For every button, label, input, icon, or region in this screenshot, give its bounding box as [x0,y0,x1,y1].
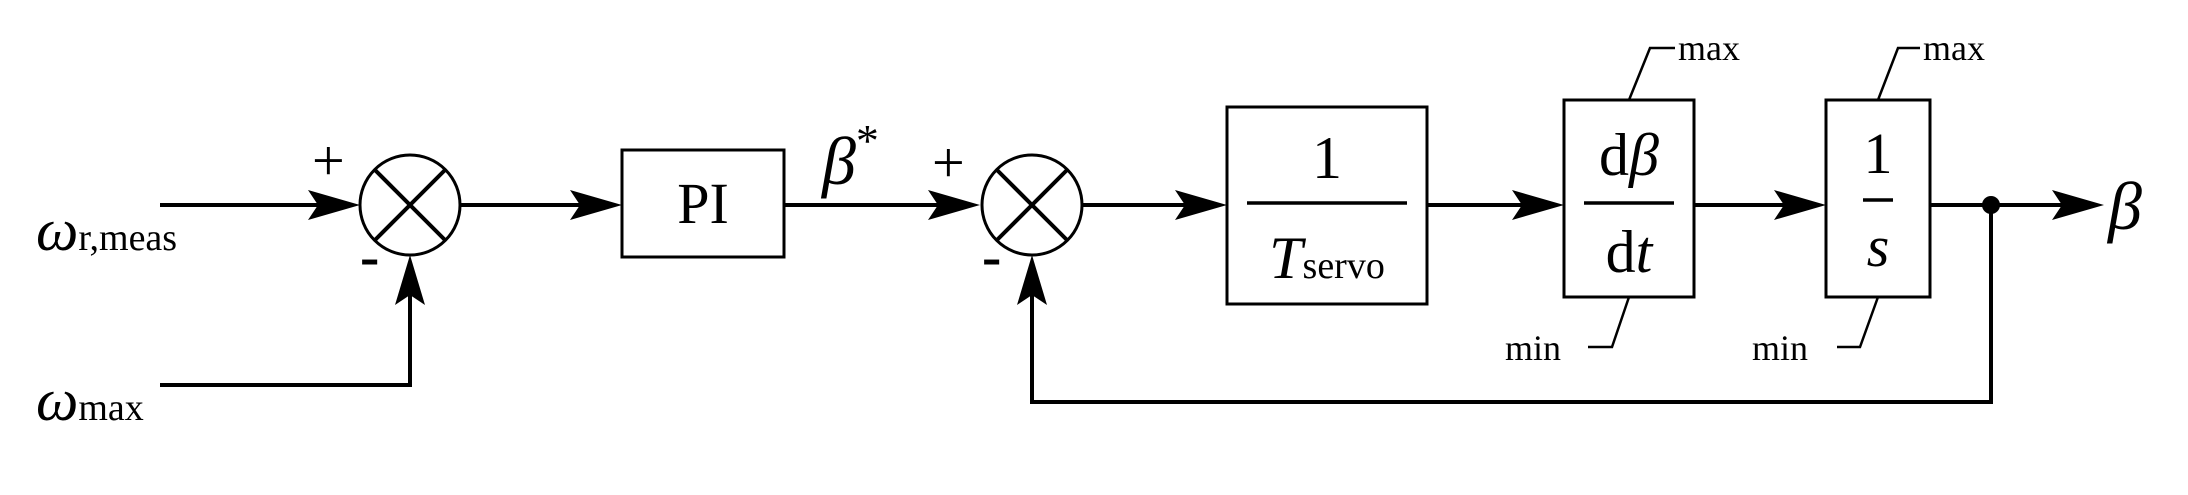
rate-den-symbol: t [1635,219,1653,285]
beta-ref-label: β* [822,115,879,196]
input-omega-meas-label: ωr,meas [36,200,177,260]
sum1-minus-sign: - [360,224,380,289]
rate-min-leader [1588,296,1631,349]
rate-max-leader [1627,46,1675,101]
sum2-minus-sign: - [982,224,1002,289]
pi-block-label: PI [677,171,729,236]
beta-ref-symbol: β [822,123,856,199]
rate-numerator: dβ [1564,125,1694,185]
rate-num-prefix: d [1599,122,1630,188]
rate-num-symbol: β [1629,122,1659,188]
arrow-to-integrator [1774,190,1826,220]
servo-den-subscript: servo [1302,245,1385,287]
servo-block [1225,105,1429,306]
integrator-max-label: max [1923,28,1985,68]
omega-max-subscript: max [78,387,144,429]
beta-ref-superscript: * [855,115,879,166]
sum1-plus-sign: + [312,128,345,193]
integrator-min-leader [1837,296,1880,349]
wire-feedback [1030,205,1993,404]
rate-denominator: dt [1564,222,1694,282]
omega-symbol: ω [36,197,79,263]
output-beta-label: β [2108,168,2142,244]
integrator-min-label: min [1752,328,1809,368]
integrator-denominator: s [1866,214,1890,279]
arrow-to-servo [1175,190,1227,220]
servo-den-symbol: T [1269,225,1303,291]
servo-denominator: Tservo [1227,228,1427,288]
arrow-to-pi [570,190,622,220]
arrow-to-sum1 [308,190,360,220]
arrow-to-sum2 [928,190,980,220]
wire-omega-max [160,278,412,387]
integrator-numerator: 1 [1863,121,1893,186]
servo-numerator: 1 [1312,125,1342,191]
integrator-max-leader [1876,46,1920,101]
rate-max-label: max [1678,28,1740,68]
omega-meas-subscript: r,meas [78,217,178,259]
arrow-to-rate [1512,190,1564,220]
rate-min-label: min [1505,328,1562,368]
arrow-feedback-to-sum2 [1017,255,1047,305]
sum2-plus-sign: + [932,130,965,195]
omega-symbol: ω [36,367,79,433]
input-omega-max-label: ωmax [36,370,144,430]
arrow-to-output [2052,190,2104,220]
pi-block [620,148,786,259]
rate-den-prefix: d [1605,219,1636,285]
arrow-up-to-sum1 [395,255,425,305]
rate-limiter-block [1562,98,1696,299]
